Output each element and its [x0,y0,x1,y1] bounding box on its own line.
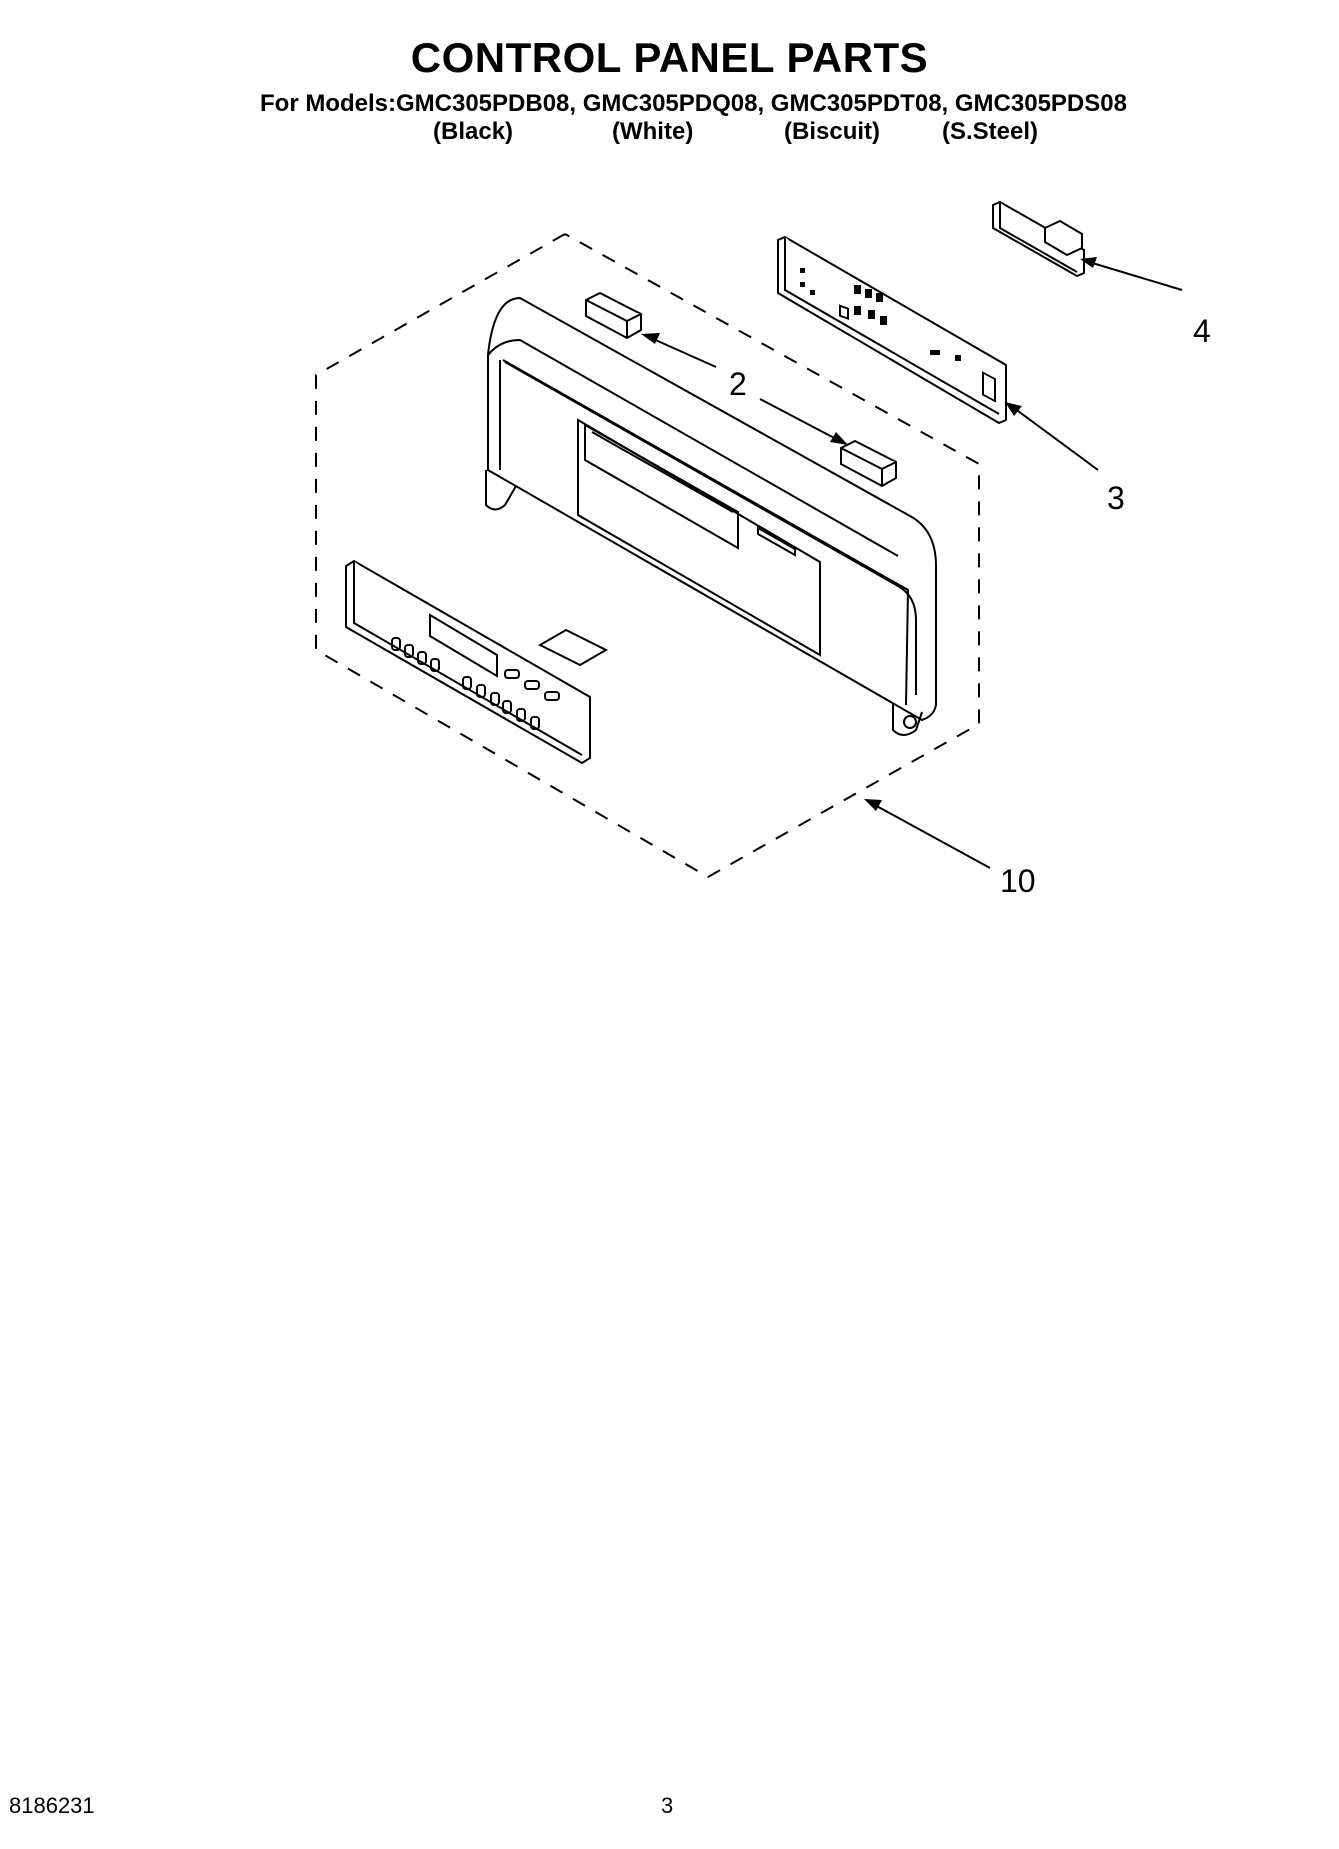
callout-part-10: 10 [1000,863,1036,899]
control-panel-frame [485,296,937,736]
control-board-part-3 [777,235,1007,425]
control-board-components [800,268,961,361]
keypad-buttons [391,637,560,730]
callout-part-4: 4 [1193,313,1211,349]
clip-part-2 [585,291,897,488]
finish-black: (Black) [433,118,514,145]
finish-biscuit: (Biscuit) [784,118,880,145]
finish-stainless: (S.Steel) [942,118,1039,145]
keypad-overlay [345,559,609,765]
assembly-outline [315,233,980,879]
small-board-part-4 [992,200,1085,278]
page-number: 3 [661,1793,674,1818]
callout-part-2: 2 [729,366,747,402]
finish-white: (White) [612,118,694,145]
leader-lines [650,261,1183,869]
callout-part-3: 3 [1107,480,1125,516]
models-line: For Models:GMC305PDB08, GMC305PDQ08, GMC… [260,90,1127,117]
page-title: CONTROL PANEL PARTS [410,34,929,81]
document-number: 8186231 [9,1793,95,1818]
arrowheads [641,257,1097,811]
